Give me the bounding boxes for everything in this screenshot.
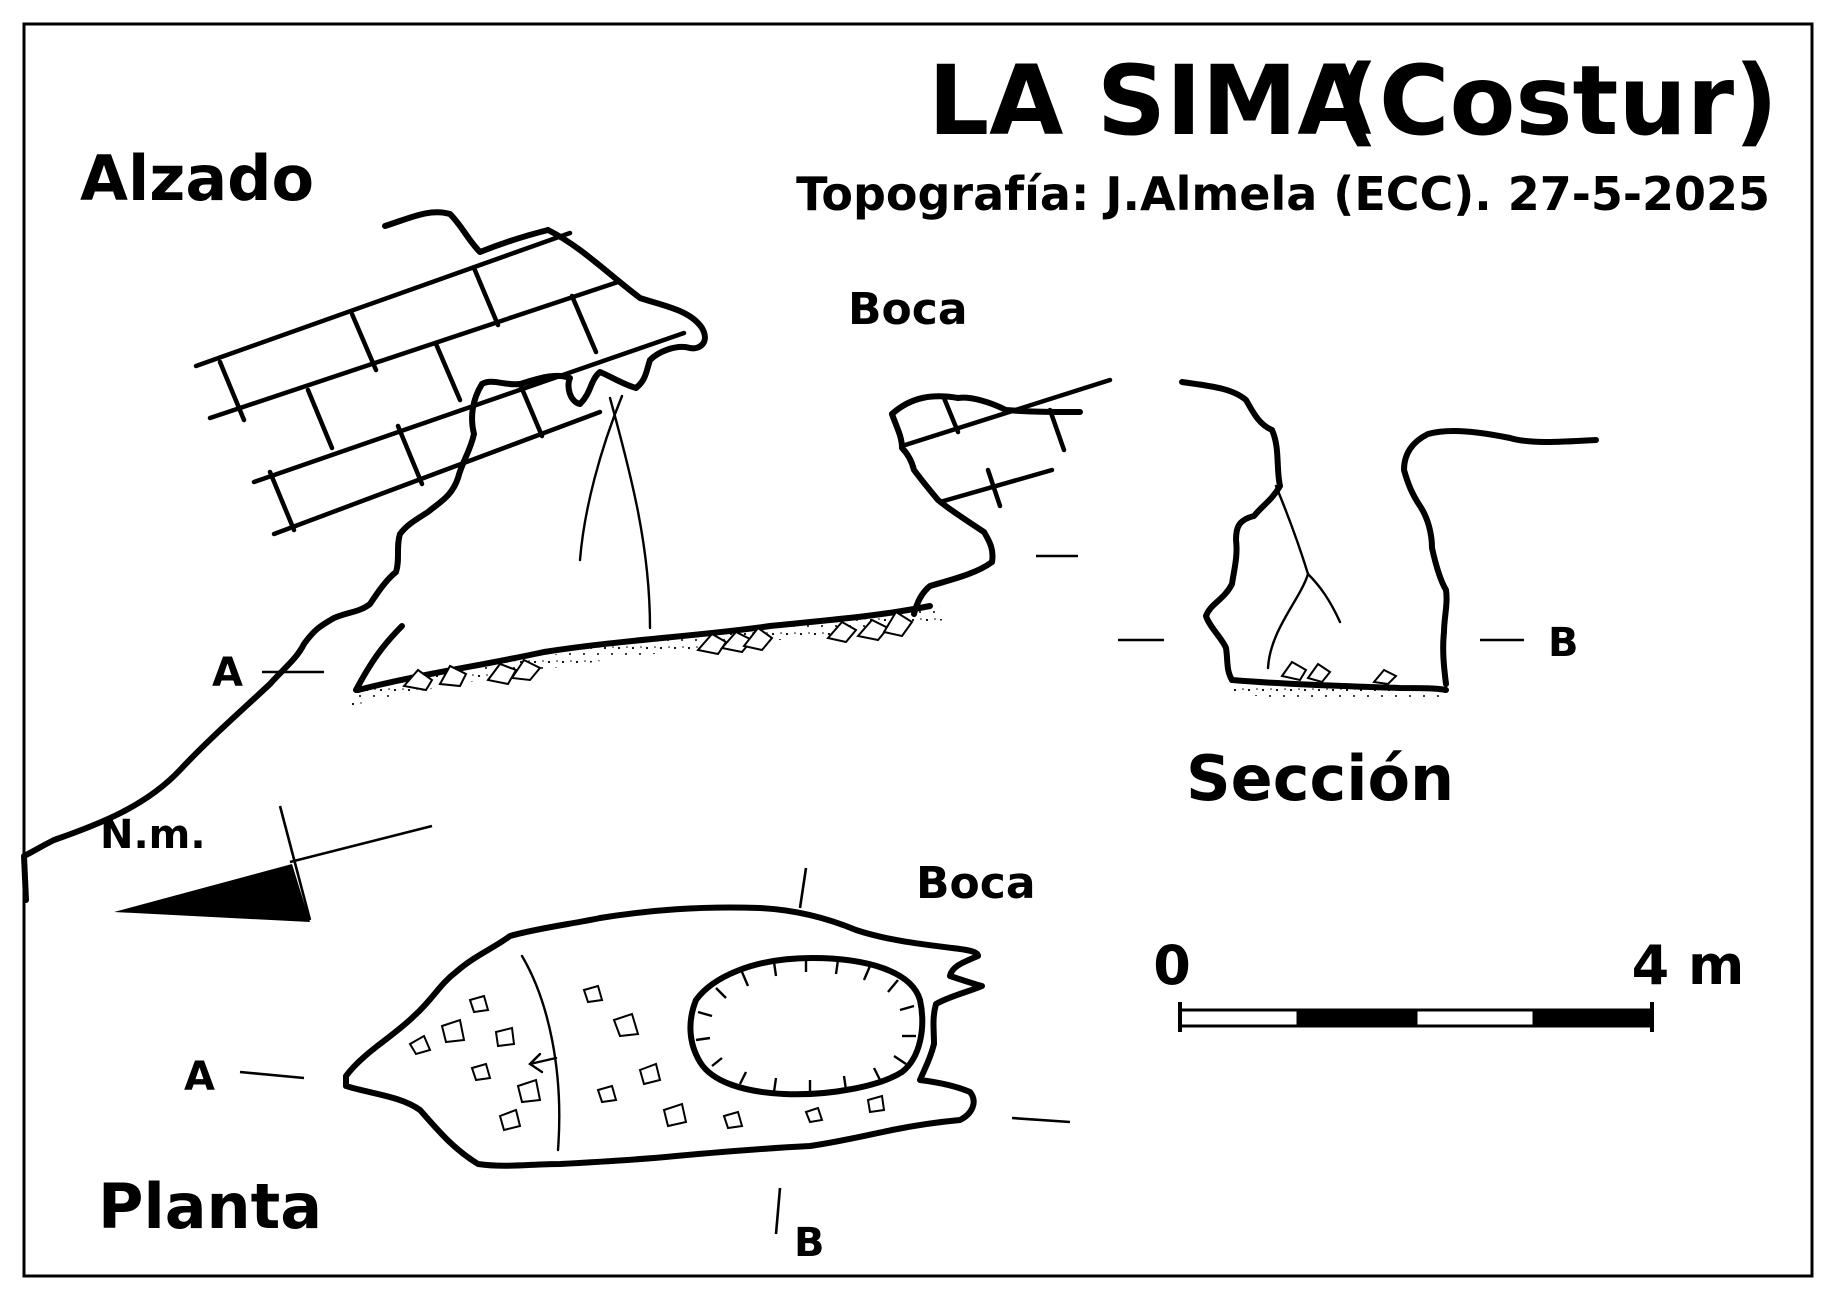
section-crack-2	[1266, 572, 1310, 670]
section-breakdown-blocks	[1280, 660, 1398, 686]
section-marker-b: B	[1548, 620, 1579, 666]
elevation-breakdown-blocks	[402, 610, 914, 692]
plan-cave-outline	[343, 904, 985, 1169]
north-arrow: N.m.	[100, 805, 433, 922]
elevation-sediment	[350, 606, 944, 706]
north-arrow-label: N.m.	[100, 812, 206, 858]
map-title: LA SIMA	[928, 45, 1372, 157]
section-drawing: B	[1118, 379, 1599, 703]
section-sediment	[1232, 680, 1446, 703]
scale-end-label: 4 m	[1632, 934, 1745, 997]
section-right-wall	[1401, 428, 1599, 687]
elevation-surface-left	[382, 209, 551, 255]
scale-bar: 0 4 m	[1153, 934, 1744, 1032]
elevation-floor-crack	[608, 396, 652, 630]
plan-slope-line	[520, 954, 561, 1152]
scale-segment	[1532, 1008, 1654, 1028]
section-floor	[1229, 677, 1449, 693]
elevation-entrance-label: Boca	[848, 284, 968, 335]
section-view-label: Sección	[1186, 742, 1454, 815]
elevation-bedrock-strata	[193, 230, 687, 537]
plan-view-label: Planta	[98, 1170, 322, 1243]
scale-segment	[1414, 1008, 1536, 1028]
map-frame	[22, 22, 1814, 1278]
plan-shaft-pit	[687, 955, 926, 1098]
elevation-floor-left	[353, 623, 405, 693]
plan-marker-b: B	[794, 1220, 825, 1266]
section-crack-3	[1306, 572, 1342, 624]
elevation-entrance-block	[889, 377, 1113, 617]
scale-segments	[1178, 1008, 1654, 1028]
map-title-location: (Costur)	[1335, 45, 1778, 157]
elevation-cave-outline	[21, 227, 708, 903]
plan-breakdown-blocks	[408, 984, 886, 1132]
elevation-view-label: Alzado	[80, 142, 314, 215]
scale-segment	[1178, 1008, 1300, 1028]
elevation-drawing: A	[21, 209, 1113, 903]
plan-pit-ticks	[695, 958, 916, 1094]
plan-drawing: A B	[184, 867, 1071, 1266]
elevation-wall-crack	[578, 394, 624, 562]
survey-credits: Topografía: J.Almela (ECC). 27-5-2025	[796, 167, 1770, 221]
section-left-wall	[1179, 379, 1283, 683]
scale-segment	[1296, 1008, 1418, 1028]
scale-start-label: 0	[1153, 934, 1191, 997]
elevation-marker-a: A	[212, 650, 243, 696]
plan-entrance-label: Boca	[916, 858, 1036, 909]
section-crack-1	[1274, 484, 1310, 576]
plan-slope-arrow	[528, 1052, 558, 1074]
plan-marker-a: A	[184, 1054, 215, 1100]
